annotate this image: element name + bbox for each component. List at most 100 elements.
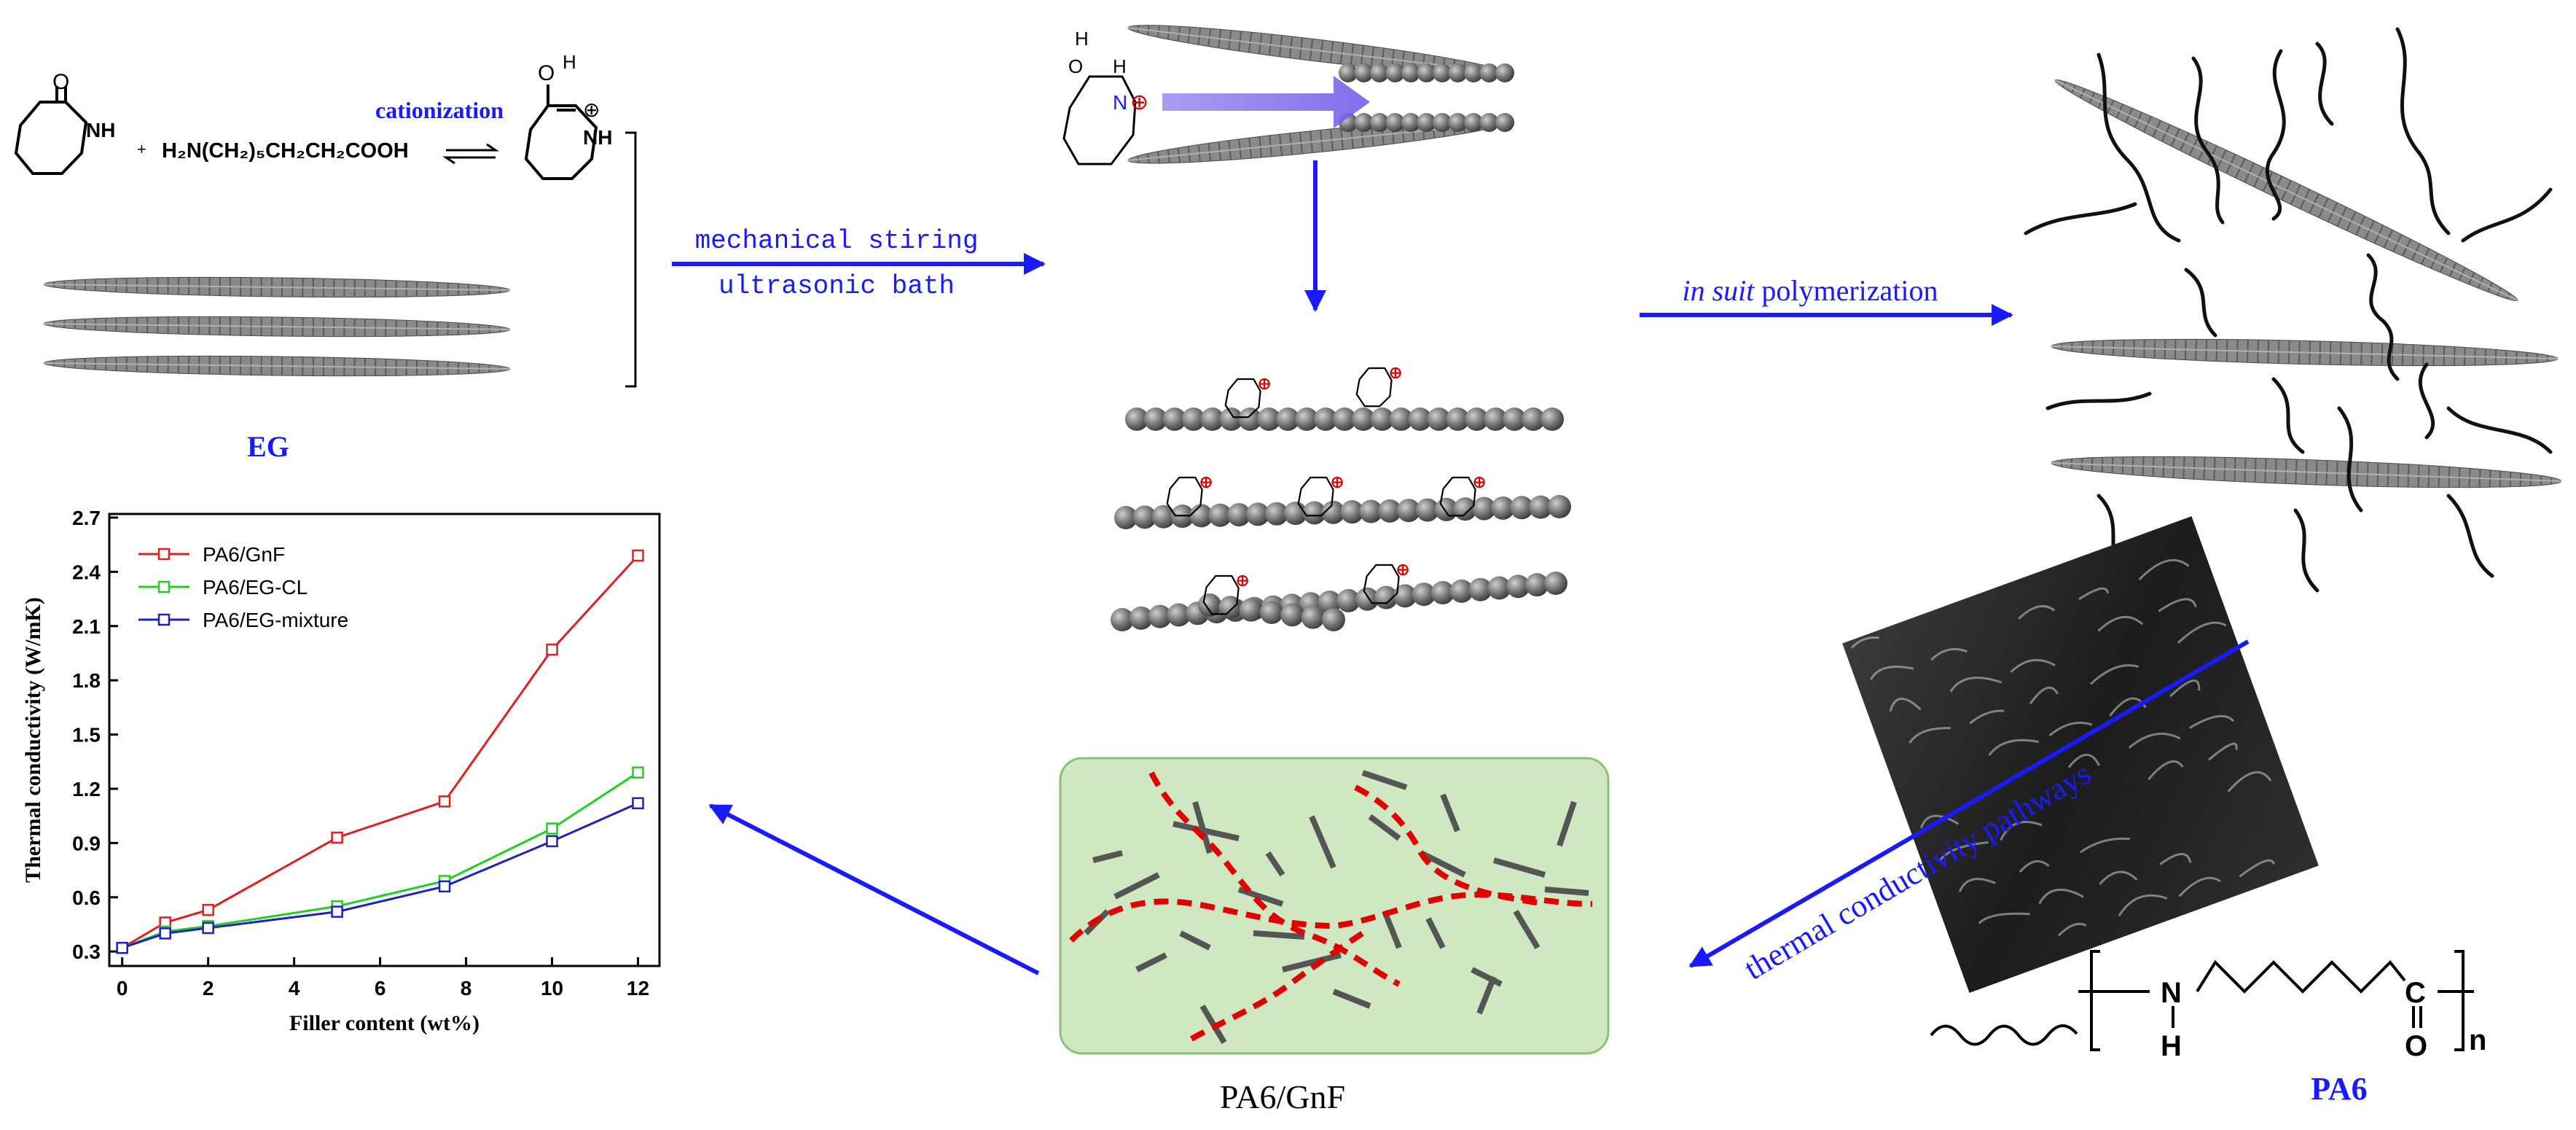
sem-feature-12 <box>1949 677 2003 693</box>
polymer-chain-16 <box>2446 494 2494 578</box>
x-tick-label-7: 12 <box>627 977 649 1000</box>
amino-acid-formula: H₂N(CH₂)₅CH₂CH₂COOH <box>162 139 409 163</box>
series-3-point-7 <box>632 797 644 810</box>
pa6-sheet-bottom <box>2051 456 2562 488</box>
sem-feature-19 <box>2178 876 2221 897</box>
chart-series <box>116 549 644 954</box>
gnf-flakes <box>1084 770 1589 1045</box>
sem-feature-39 <box>2097 615 2143 632</box>
polymer-chain-2 <box>2191 56 2225 225</box>
sem-feature-33 <box>2067 753 2101 768</box>
y-axis-ticks: 0.30.60.91.21.51.82.12.42.7 <box>72 507 118 963</box>
y-tick-label-5: 1.5 <box>72 724 101 747</box>
amide-nh-label: NH <box>86 119 115 141</box>
y-tick-label-6: 1.8 <box>72 669 101 692</box>
polymer-chain-4 <box>2315 42 2334 126</box>
sem-feature-34 <box>2148 760 2184 781</box>
y-axis-label: Thermal conductivity (W/mK) <box>21 597 45 883</box>
gnf-flake-19 <box>1425 917 1446 949</box>
series-1-point-3 <box>202 903 214 916</box>
intercalated-cation-6 <box>1202 574 1248 615</box>
series-1-point-7 <box>632 549 644 562</box>
sem-feature-8 <box>2079 837 2130 854</box>
sem-feature-16 <box>1939 841 1989 861</box>
intercalating-cation-molecule: H O N H ⊕ <box>1062 28 1148 165</box>
series-1-point-5 <box>438 795 451 808</box>
series-3-point-6 <box>546 835 558 848</box>
sem-feature-26 <box>1958 878 1996 892</box>
gnf-flake-24 <box>1092 850 1123 863</box>
polymer-chain-9 <box>2184 268 2217 338</box>
sem-feature-15 <box>2188 714 2235 729</box>
y-tick-label-9: 2.7 <box>72 507 101 529</box>
eg-graphite-sheets <box>43 276 511 377</box>
series-1-point-6 <box>546 643 558 656</box>
opening-graphite-layers <box>1127 25 1514 164</box>
x-tick-label-5: 8 <box>461 977 472 1000</box>
intercalated-cation-1 <box>1224 378 1270 418</box>
gnf-flake-4 <box>1192 800 1213 854</box>
legend-marker-3 <box>157 613 171 626</box>
series-3-point-2 <box>159 927 171 940</box>
pa6-h-label: H <box>2161 1030 2182 1062</box>
intercalated-cation-5 <box>1439 476 1485 517</box>
polymer-chain-6 <box>2024 202 2137 235</box>
conductive-pathways <box>1069 771 1593 1042</box>
y-tick-label-7: 2.1 <box>72 615 101 638</box>
gnf-flake-9 <box>1368 814 1401 841</box>
y-tick-label-1: 0.3 <box>72 940 101 963</box>
equilibrium-arrows <box>442 143 499 165</box>
sem-feature-10 <box>2239 859 2275 878</box>
sem-feature-37 <box>2058 922 2087 937</box>
sem-feature-23 <box>2048 721 2093 737</box>
y-tick-label-4: 1.2 <box>72 778 101 800</box>
plus-sign: + <box>137 140 146 158</box>
gnf-flake-2 <box>1113 872 1160 900</box>
sem-feature-35 <box>2227 771 2272 792</box>
sem-feature-24 <box>2128 733 2181 749</box>
pa6-c-label: C <box>2405 977 2426 1009</box>
pa6-graphite-sheets <box>2051 79 2562 488</box>
polymer-chain-5 <box>2395 27 2451 235</box>
x-axis-label: Filler content (wt%) <box>289 1011 479 1035</box>
gnf-flake-11 <box>1440 793 1460 833</box>
sem-feature-20 <box>2138 558 2190 580</box>
series-3-point-5 <box>438 880 451 893</box>
sem-feature-17 <box>2019 860 2050 873</box>
cation-nh-label: NH <box>583 126 612 149</box>
sem-feature-18 <box>2099 870 2138 885</box>
gnf-flake-16 <box>1332 989 1371 1009</box>
pa6-n-subscript: n <box>2469 1024 2486 1056</box>
sem-feature-28 <box>2118 894 2168 917</box>
cationized-caprolactam-structure <box>524 85 598 180</box>
polymer-chain-10 <box>2271 377 2305 454</box>
sem-feature-4 <box>2089 664 2140 685</box>
molecule-h2-label: H <box>1113 55 1127 77</box>
series-3-point-4 <box>331 905 343 918</box>
pa6-n-label: N <box>2161 977 2182 1009</box>
intercalation-arrow <box>1162 76 1370 128</box>
intercalated-cation-4 <box>1297 476 1343 517</box>
y-tick-label-2: 0.6 <box>72 887 101 909</box>
cationization-label: cationization <box>375 97 504 123</box>
sem-feature-22 <box>1969 709 2005 725</box>
sem-feature-3 <box>2010 658 2056 673</box>
pa6-o-label: O <box>2405 1030 2427 1062</box>
cation-hydrogen-label: H <box>563 51 576 73</box>
legend-label-1: PA6/GnF <box>203 543 285 566</box>
gnf-flake-22 <box>1557 800 1577 847</box>
series-3-point-3 <box>202 921 214 935</box>
step1-line1-label: mechanical stiring <box>695 226 979 256</box>
intercalated-cation-7 <box>1363 564 1409 604</box>
gnf-flake-25 <box>1179 930 1211 951</box>
sem-micrograph <box>1842 516 2319 993</box>
caprolactam-structure <box>14 86 88 175</box>
step2-italic-label: in suit <box>1682 274 1755 307</box>
cation-oxygen-label: O <box>538 61 555 85</box>
y-tick-label-3: 0.9 <box>72 832 101 854</box>
sem-feature-40 <box>2177 621 2227 644</box>
sem-feature-13 <box>2029 686 2059 705</box>
